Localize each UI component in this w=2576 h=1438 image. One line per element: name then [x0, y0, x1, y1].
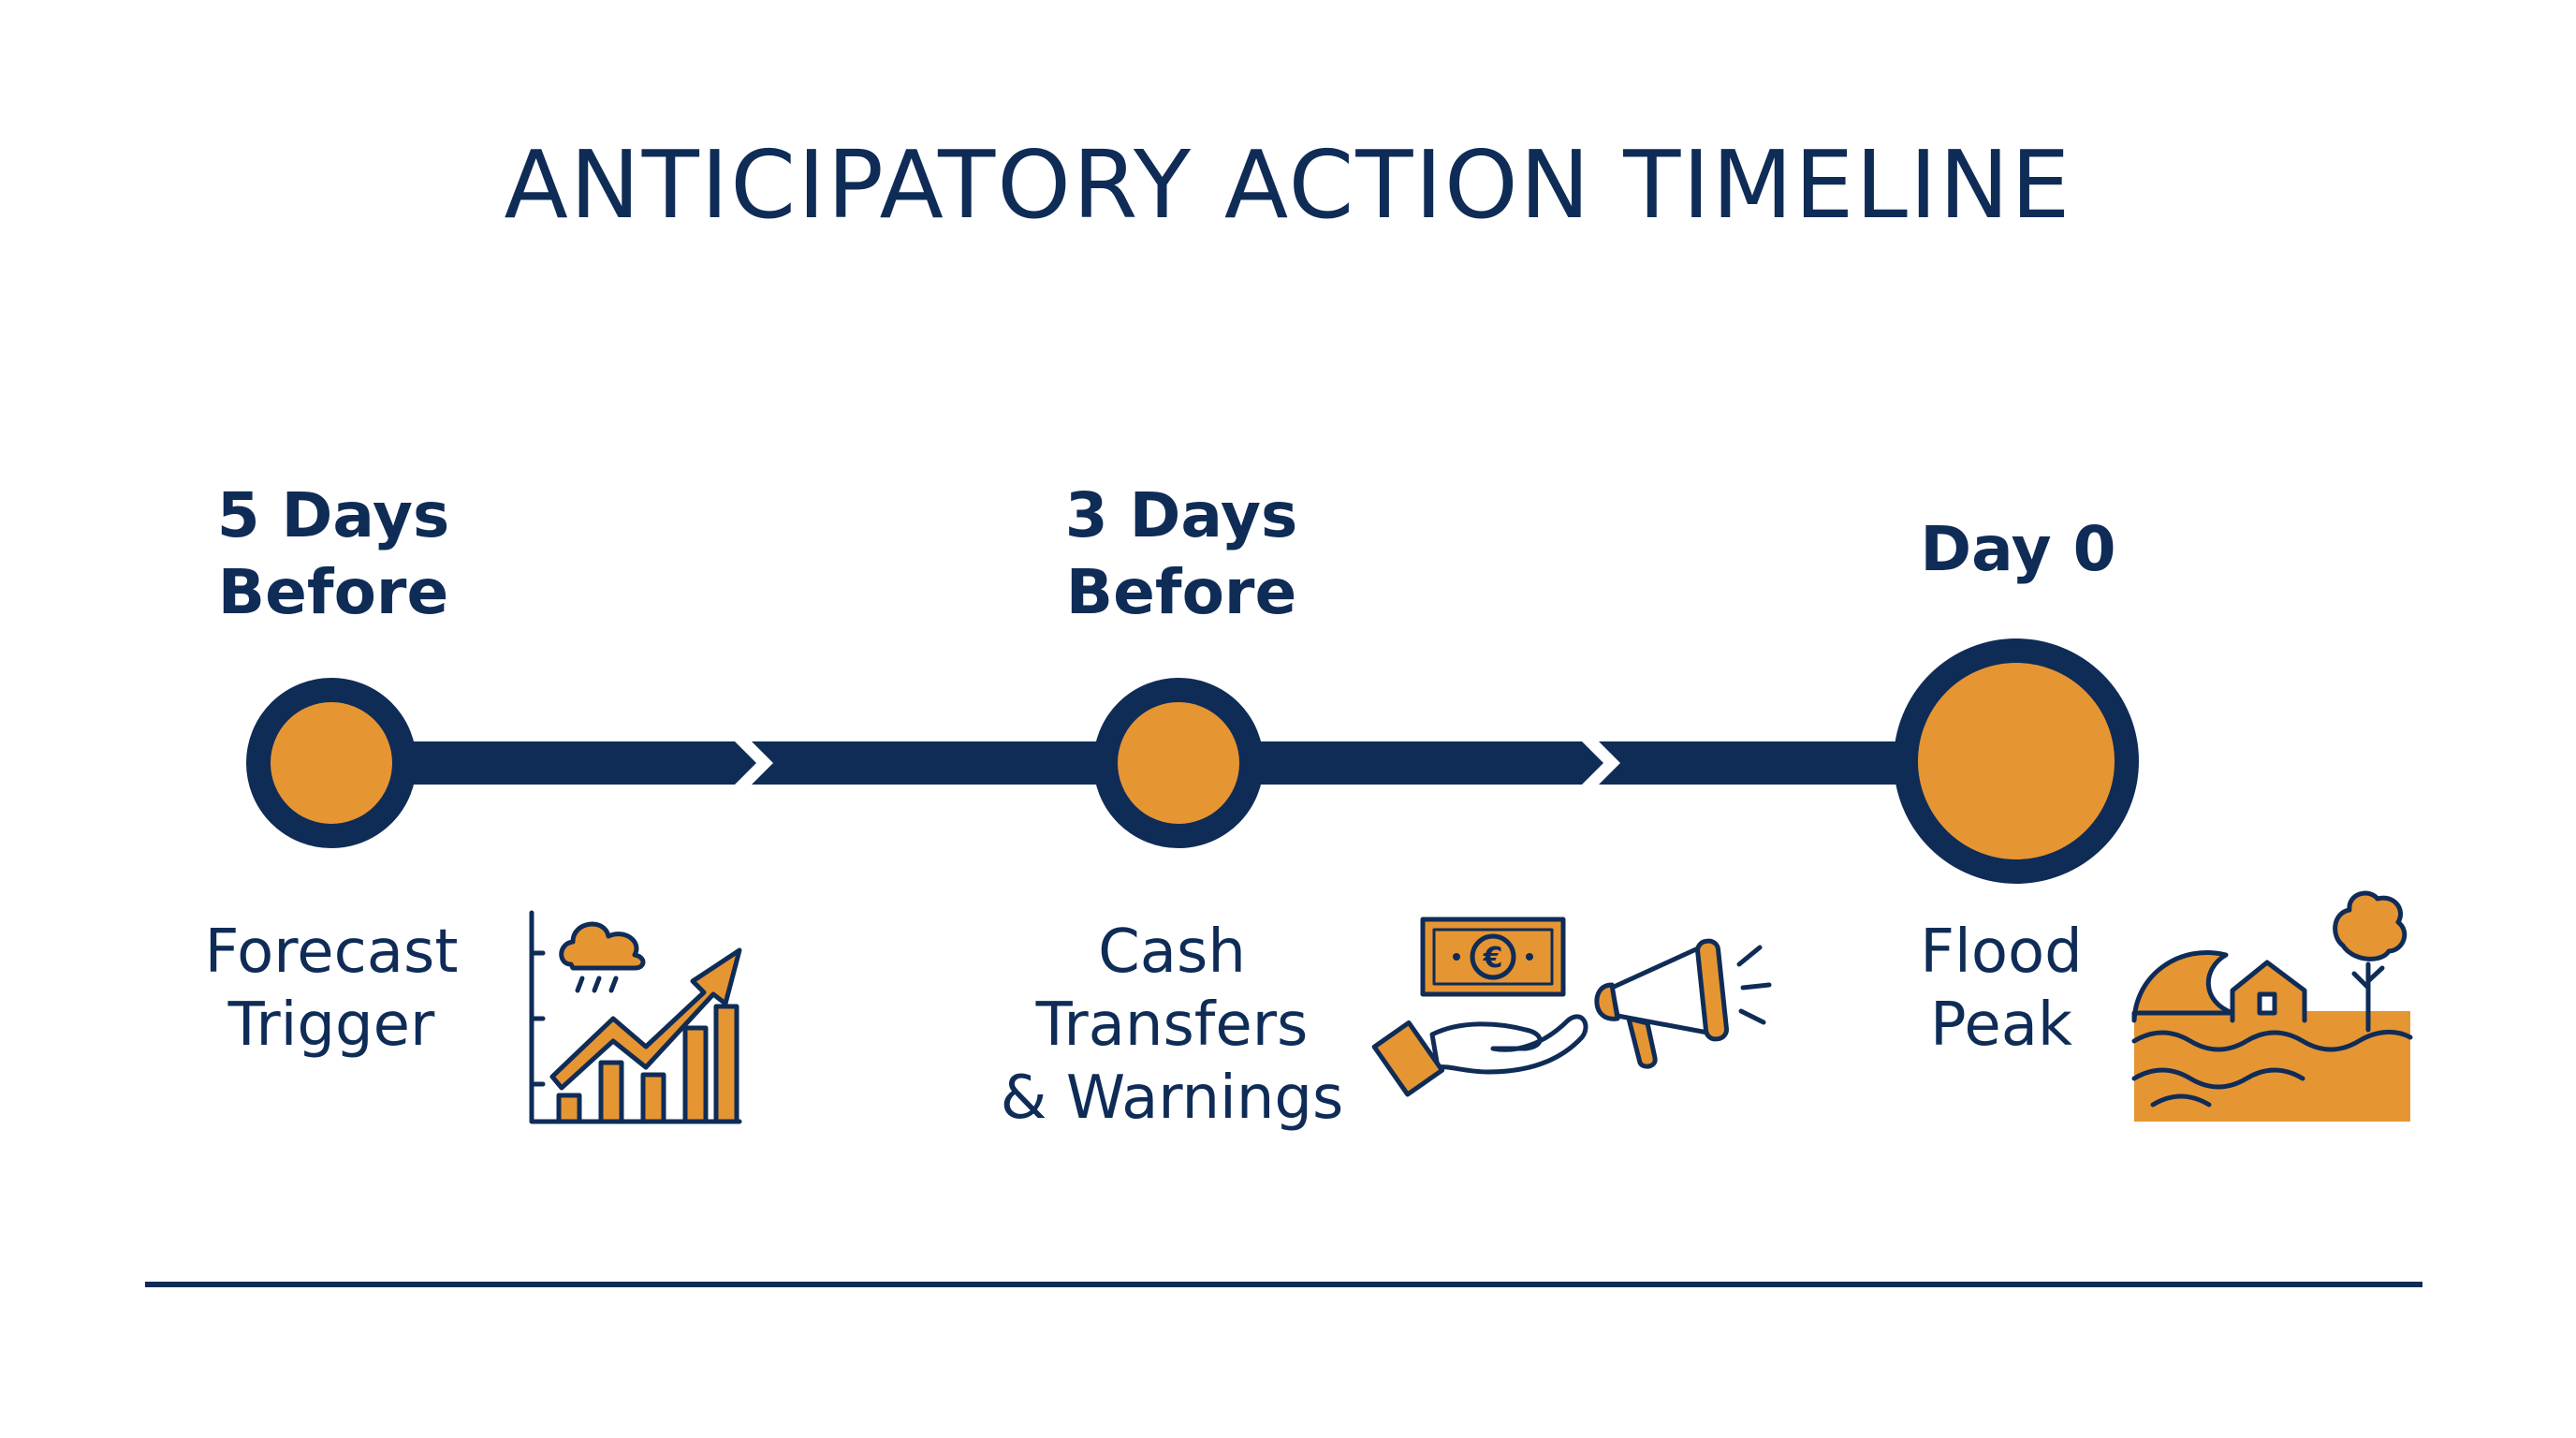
stage-2-time-label: 3 Days Before: [957, 477, 1406, 631]
milestone-node-1: [246, 678, 417, 848]
stage-2-event-label: Cash Transfers & Warnings: [957, 916, 1387, 1135]
stage-2-event-line2: Transfers: [1035, 990, 1309, 1060]
page-title: ANTICIPATORY ACTION TIMELINE: [504, 130, 2072, 240]
stage-2-time-line1: 3 Days: [1064, 479, 1298, 551]
timeline-segment-2: [752, 741, 1137, 785]
stage-3-event-line1: Flood: [1920, 917, 2083, 987]
stage-2-event-line3: & Warnings: [1000, 1064, 1344, 1133]
milestone-node-3: [1894, 638, 2139, 884]
svg-text:€: €: [1483, 942, 1503, 975]
rising-forecast-chart-icon: [529, 910, 742, 1124]
timeline-segment-1: [393, 741, 756, 785]
stage-2-time-line2: Before: [1065, 556, 1297, 628]
stage-3-event-line2: Peak: [1930, 990, 2072, 1060]
stage-2-event-line1: Cash: [1098, 917, 1246, 987]
timeline-segment-4: [1599, 741, 1919, 785]
stage-3-event-label: Flood Peak: [1786, 916, 2217, 1062]
stage-3-time-label: Day 0: [1793, 511, 2243, 588]
stage-1-time-line1: 5 Days: [216, 479, 450, 551]
cash-hand-icon: €: [1371, 917, 1588, 1097]
megaphone-icon: [1594, 938, 1772, 1069]
timeline-track: [393, 741, 1919, 785]
flood-wave-house-icon: [2131, 890, 2413, 1122]
stage-1-event-label: Forecast Trigger: [116, 916, 547, 1062]
stage-1-time-label: 5 Days Before: [109, 477, 558, 631]
milestone-node-2: [1093, 678, 1264, 848]
stage-3-time-line1: Day 0: [1920, 513, 2116, 585]
stage-1-time-line2: Before: [217, 556, 449, 628]
timeline-segment-3: [1236, 741, 1603, 785]
stage-1-event-line1: Forecast: [204, 917, 459, 987]
stage-1-event-line2: Trigger: [227, 990, 435, 1060]
